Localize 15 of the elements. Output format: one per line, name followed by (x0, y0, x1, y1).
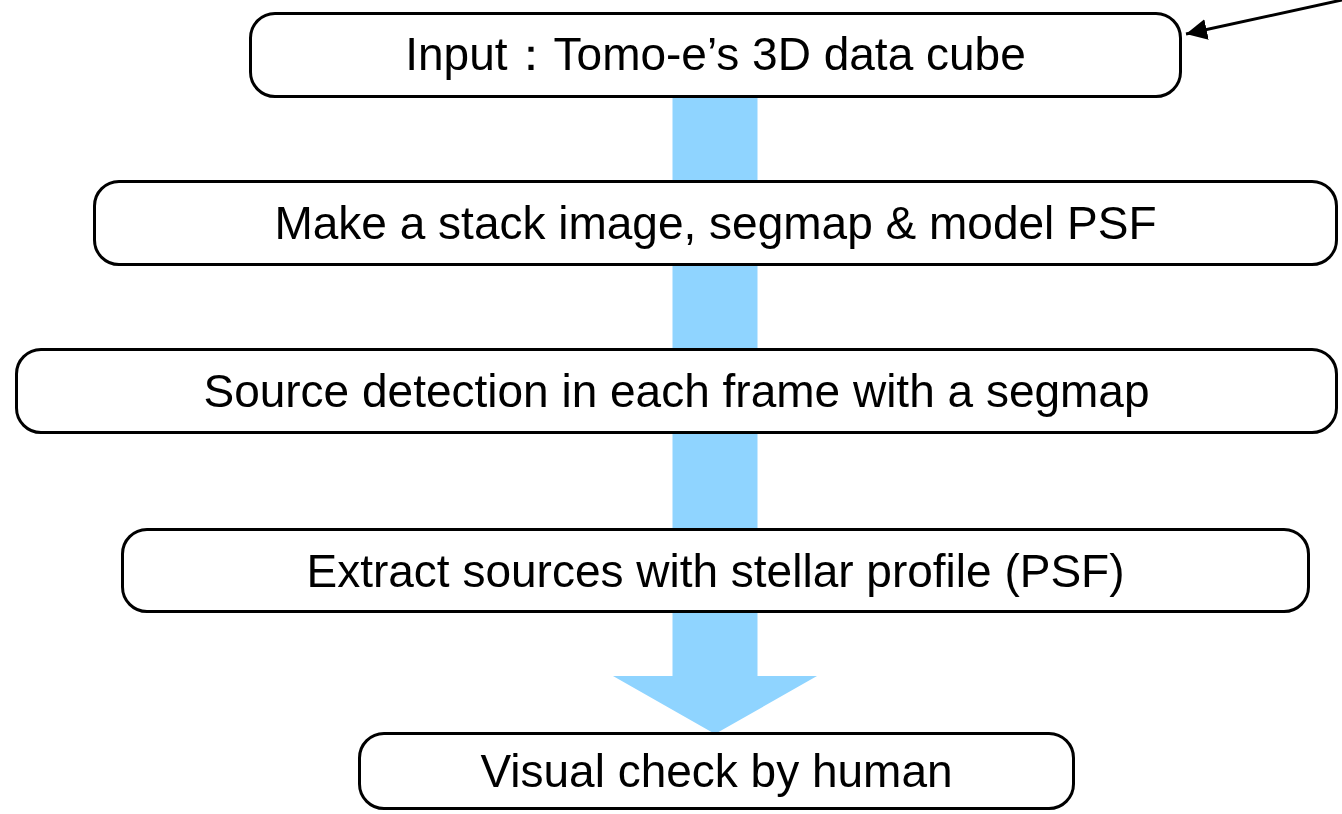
process-box (121, 528, 1310, 613)
flow-band (672, 96, 758, 182)
process-box (93, 180, 1338, 266)
step-label: Source detection in each frame with a segmap (203, 364, 1150, 418)
process-box (249, 12, 1182, 98)
step-label: Extract sources with stellar profile (PSF) (306, 543, 1125, 598)
arrow (1185, 0, 1342, 40)
step-label: Input：Tomo-e’s 3D data cube (405, 27, 1026, 82)
process-box (358, 732, 1075, 810)
flow-band (672, 432, 758, 530)
process-box (15, 348, 1338, 434)
flow-arrow (613, 611, 817, 734)
step-label: Make a stack image, segmap & model PSF (274, 196, 1157, 250)
step-label: Visual check by human (480, 744, 953, 798)
flow-band (672, 264, 758, 350)
